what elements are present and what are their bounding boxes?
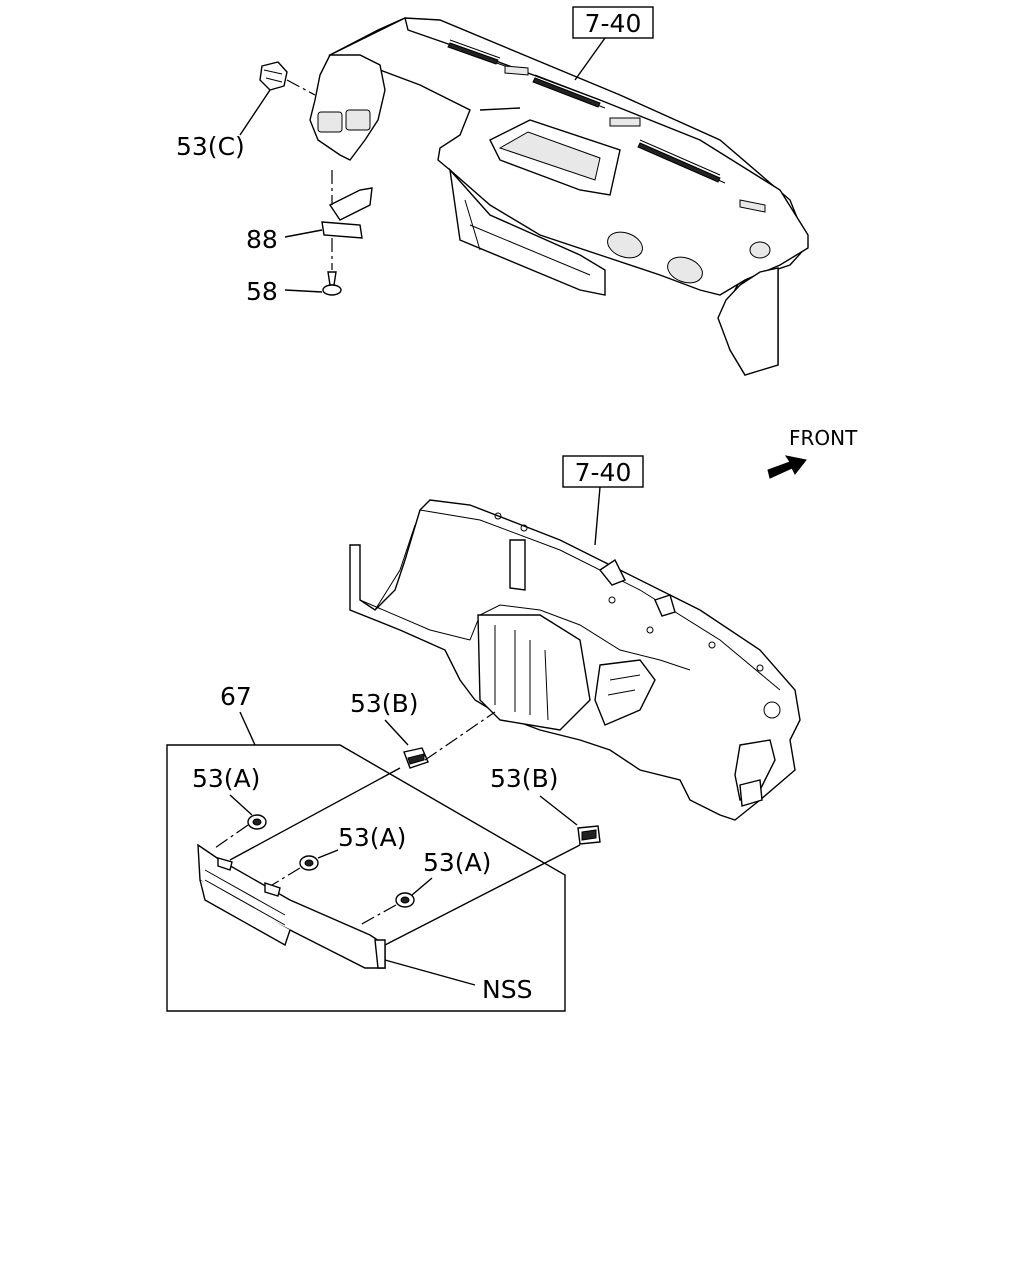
ref-7-40-top: 7-40 [585,9,642,38]
instrument-panel-top [309,16,809,376]
label-53a-right: 53(A) [423,848,491,877]
clip-a-right: 53(A) [359,848,491,926]
clip-c-part: 53(C) [176,61,316,161]
panel-frame [349,499,801,821]
ref-7-40-bottom: 7-40 [575,458,632,487]
label-53b-right: 53(B) [490,764,558,793]
label-53c: 53(C) [176,132,245,161]
reference-box-bottom: 7-40 [562,455,644,546]
clip-b-right: 53(B) [384,764,601,946]
label-53a-left: 53(A) [192,764,260,793]
label-front: FRONT [789,426,858,450]
label-58: 58 [246,277,278,306]
clip-a-left: 53(A) [192,764,267,849]
callout-nss: NSS [384,959,532,1004]
front-indicator: FRONT [767,426,858,479]
label-53a-mid: 53(A) [338,823,406,852]
clip-b-upper: 53(B) [229,689,496,861]
reference-box-top: 7-40 [572,6,654,39]
callout-67: 67 [166,682,566,1012]
screw-58-part: 58 [246,271,342,306]
lower-cover-panel [197,843,386,969]
label-53b-upper: 53(B) [350,689,418,718]
label-nss: NSS [482,975,532,1004]
front-arrow-icon [767,455,807,479]
label-67: 67 [220,682,252,711]
clip-a-mid: 53(A) [271,823,406,886]
bracket-88-part: 88 [246,170,373,270]
label-88: 88 [246,225,278,254]
